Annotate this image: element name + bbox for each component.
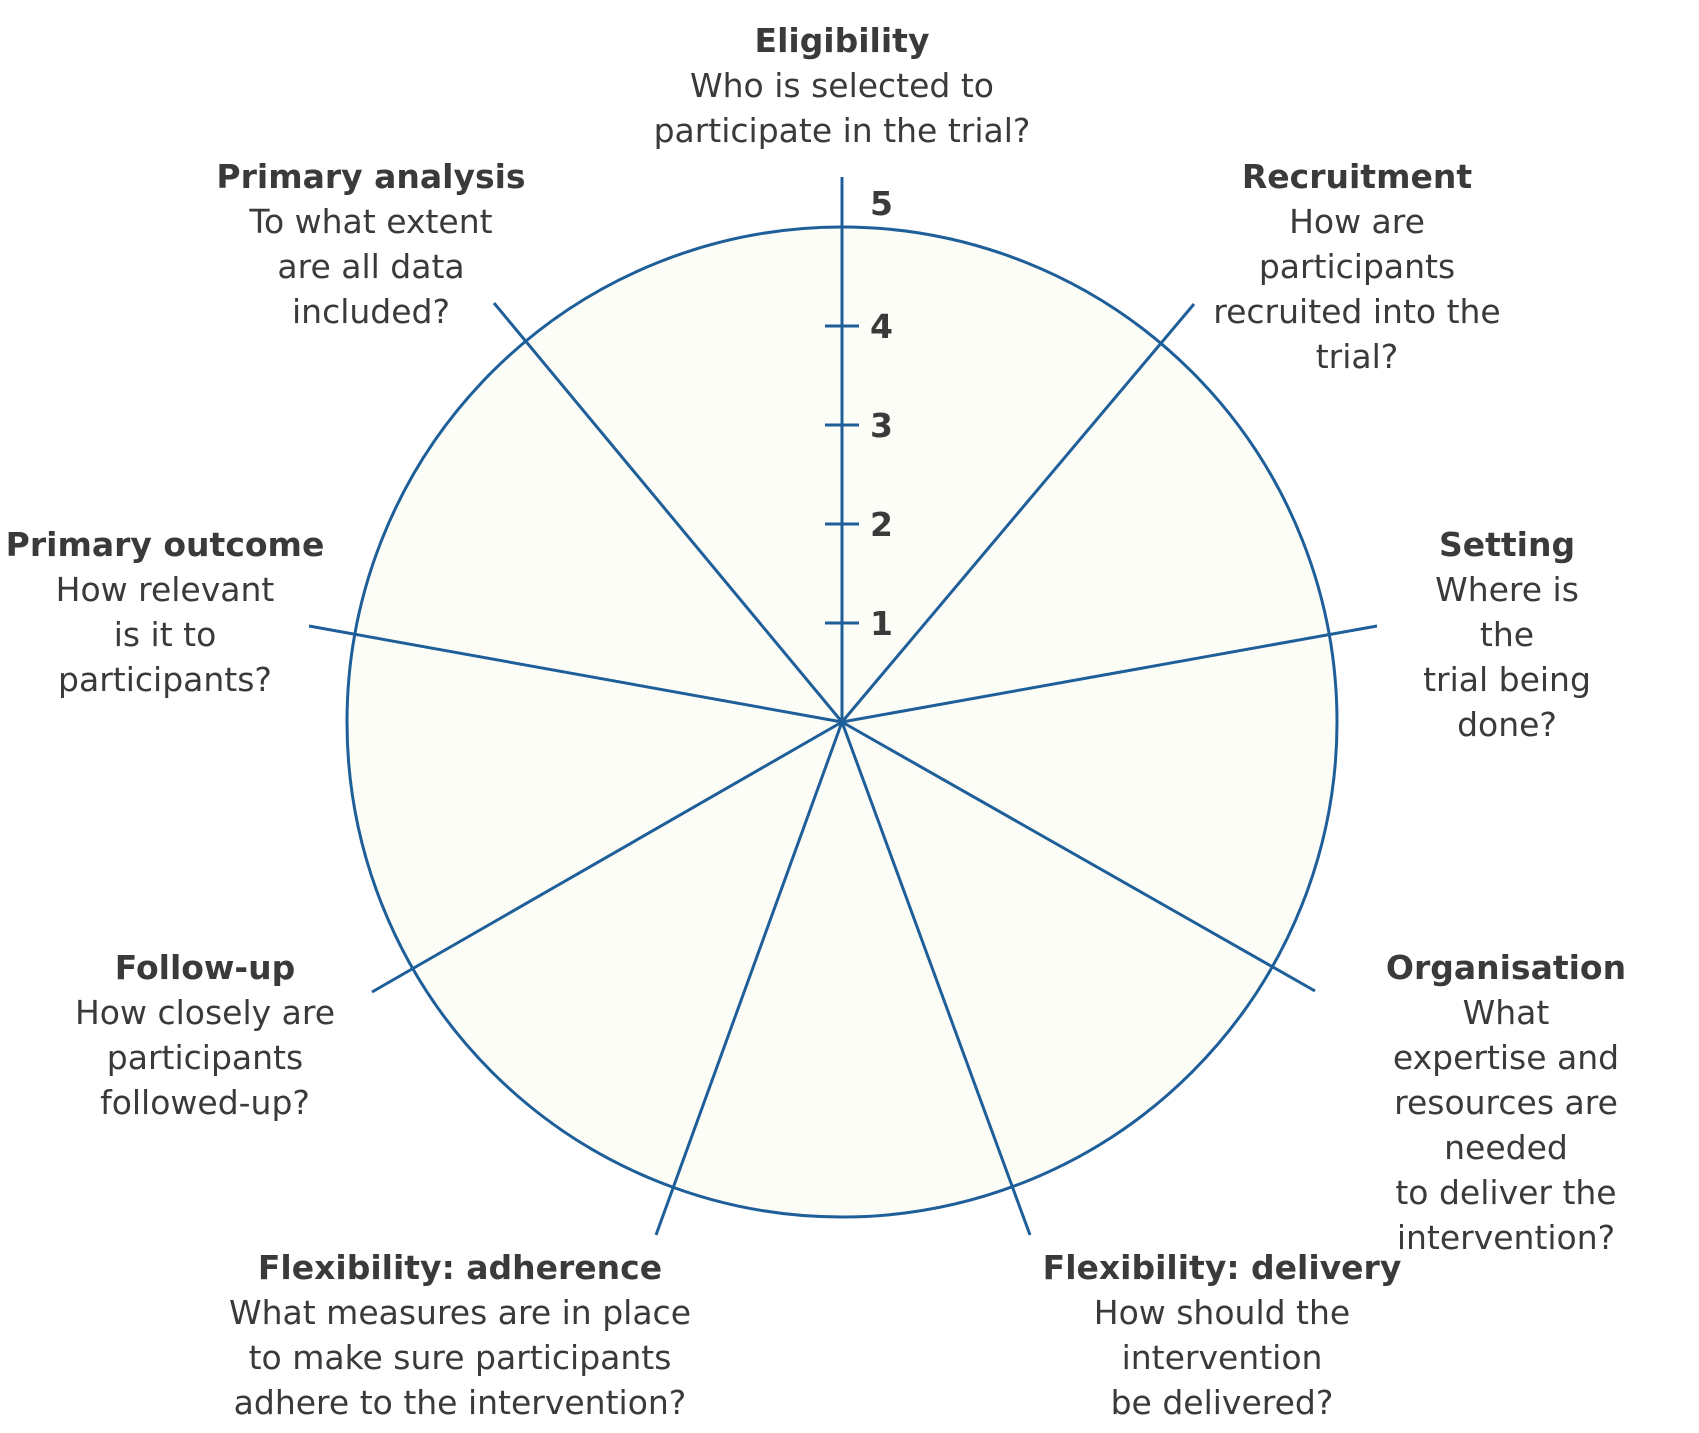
domain-flexibility-adherence-title: Flexibility: adherence [257,1248,663,1287]
domain-setting: Setting Where is the trial being done? [1411,522,1603,747]
domain-flexibility-delivery-title: Flexibility: delivery [1042,1248,1402,1287]
spoke-follow-up [371,720,843,994]
tick-label-5: 5 [870,184,893,223]
domain-primary-analysis-title: Primary analysis [216,157,526,196]
domain-recruitment: Recruitment How are participants recruit… [1186,154,1528,379]
domain-eligibility: Eligibility Who is selected to participa… [654,18,1031,153]
tick-label-1: 1 [870,604,893,643]
spoke-recruitment [840,303,1196,723]
domain-primary-outcome-question: How relevant is it to participants? [55,570,275,699]
tick-label-3: 3 [870,406,893,445]
spoke-setting [841,624,1378,724]
domain-organisation-title: Organisation [1385,948,1627,987]
domain-flexibility-adherence: Flexibility: adherence What measures are… [229,1245,691,1425]
domain-primary-analysis-question: To what extent are all data included? [249,202,493,331]
domain-eligibility-question: Who is selected to participate in the tr… [653,66,1031,150]
domain-primary-outcome-title: Primary outcome [5,525,325,564]
domain-setting-title: Setting [1438,525,1576,564]
spoke-flexibility-adherence [654,721,844,1236]
domain-organisation-question: What expertise and resources are needed … [1392,993,1620,1257]
tick-label-2: 2 [870,505,893,544]
domain-primary-outcome: Primary outcome How relevant is it to pa… [6,522,325,702]
spoke-organisation [841,720,1316,993]
spoke-primary-analysis [492,302,844,723]
domain-recruitment-question: How are participants recruited into the … [1213,202,1501,376]
wheel-spokes [308,177,1378,1236]
domain-setting-question: Where is the trial being done? [1423,570,1591,744]
spoke-primary-outcome [308,624,843,724]
domain-primary-analysis: Primary analysis To what extent are all … [216,154,525,334]
domain-recruitment-title: Recruitment [1241,157,1473,196]
domain-flexibility-delivery: Flexibility: delivery How should the int… [1043,1245,1402,1425]
domain-follow-up-question: How closely are participants followed-up… [74,993,336,1122]
domain-eligibility-title: Eligibility [754,21,930,60]
tick-label-4: 4 [870,307,893,346]
domain-follow-up-title: Follow-up [114,948,296,987]
domain-flexibility-adherence-question: What measures are in place to make sure … [228,1293,692,1422]
domain-organisation: Organisation What expertise and resource… [1386,945,1626,1260]
spoke-flexibility-delivery [840,721,1032,1236]
domain-follow-up: Follow-up How closely are participants f… [75,945,335,1125]
scale-ticks: 1 2 3 4 5 [825,184,893,643]
domain-flexibility-delivery-question: How should the intervention be delivered… [1093,1293,1351,1422]
